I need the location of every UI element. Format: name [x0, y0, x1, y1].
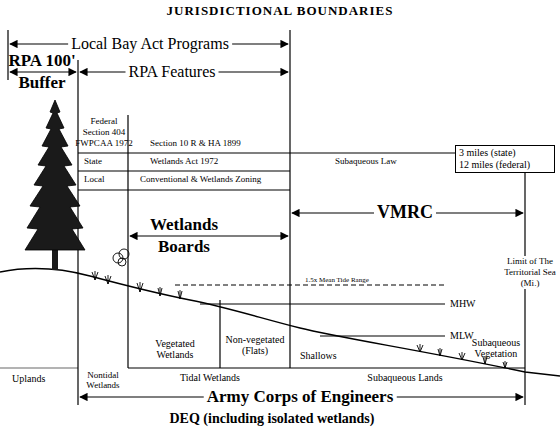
table-cell: State: [84, 157, 102, 167]
boundary-lines: [0, 30, 560, 405]
tide-label: MLW: [450, 330, 474, 341]
limit-note: Limit of The Territorial Sea (Mi.): [497, 256, 560, 289]
zone-label: Subaqueous Vegetation: [466, 337, 526, 359]
law-label: Section 10 R & HA 1899: [150, 139, 241, 149]
shrub: [119, 249, 129, 259]
tide-label: MHW: [450, 298, 476, 309]
table-cell: Subaqueous Law: [335, 157, 397, 167]
box-text: 12 miles (federal): [459, 159, 551, 171]
mhw-line: [200, 303, 445, 304]
shrub: [118, 258, 126, 266]
table-cell: Local: [84, 175, 105, 185]
span-label: Army Corps of Engineers: [204, 388, 397, 407]
diagram-title: JURISDICTIONAL BOUNDARIES: [167, 3, 394, 19]
table-cell: Wetlands Act 1972: [150, 157, 218, 167]
marsh-grass: [92, 271, 182, 299]
zone-label: Nontidal Wetlands: [80, 370, 126, 390]
span-label: VMRC: [374, 203, 436, 223]
zone-label: Tidal Wetlands: [180, 372, 240, 383]
span-label: Local Bay Act Programs: [68, 35, 232, 53]
boundary-line: [219, 300, 220, 368]
span-label: RPA 100' Buffer: [2, 50, 82, 94]
zone-label: Vegetated Wetlands: [140, 338, 210, 360]
span-arrow: [130, 235, 288, 236]
table-rule: [78, 170, 290, 171]
ground-profile: [0, 269, 560, 376]
zone-rule: [0, 368, 78, 369]
tide-range-line: [175, 285, 445, 286]
span-label: Wetlands Boards: [138, 214, 230, 258]
zone-label: Uplands: [12, 373, 45, 384]
zone-label: Non-vegetated (Flats): [223, 334, 287, 356]
law-label: Federal: [91, 117, 118, 127]
span-arrow: [10, 71, 76, 72]
zone-rule: [128, 367, 525, 368]
table-rule: [78, 189, 290, 190]
law-label: FWPCAA 1972: [75, 139, 132, 149]
box-text: 3 miles (state): [459, 147, 551, 159]
boundary-box: 3 miles (state)12 miles (federal): [455, 145, 555, 173]
agency-label: DEQ (including isolated wetlands): [170, 411, 375, 426]
zone-label: Subaqueous Lands: [367, 372, 442, 383]
tree-illustration: [25, 100, 85, 270]
vegetation-marks: [92, 249, 507, 368]
table-cell: Conventional & Wetlands Zoning: [140, 175, 261, 185]
tide-label: 1.5x Mean Tide Range: [305, 277, 369, 285]
zone-label: Shallows: [300, 350, 337, 361]
boundary-line: [289, 30, 290, 368]
tree-crown: [25, 100, 85, 250]
law-label: Section 404: [83, 128, 126, 138]
span-label: RPA Features: [126, 63, 219, 81]
boundary-line: [77, 60, 78, 405]
